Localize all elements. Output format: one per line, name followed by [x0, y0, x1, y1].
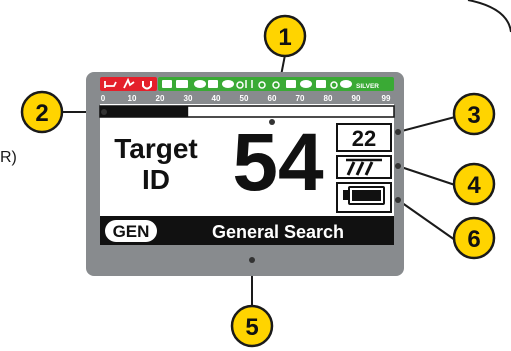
leader-line-4	[397, 165, 456, 186]
callout-5: 5	[230, 304, 274, 348]
device-edge-arc	[467, 0, 511, 33]
mode-badge[interactable]	[105, 220, 157, 242]
ring-icons	[236, 80, 338, 89]
tick-label: 40	[212, 94, 221, 103]
ground-mineral-icon	[346, 158, 382, 176]
silver-coin-icon: SILVER	[340, 80, 379, 90]
tick-label: 10	[128, 94, 137, 103]
callout-6: 6	[452, 216, 496, 260]
anchor-dot	[395, 129, 401, 135]
id-scale-ticks: 0 10 20 30 40 50 60 70 80 90 99	[101, 94, 391, 103]
leader-line-6	[397, 199, 456, 241]
callout-number: 1	[278, 24, 291, 51]
anchor-dot	[395, 163, 401, 169]
tick-label: 90	[352, 94, 361, 103]
callout-number: 6	[467, 226, 480, 253]
mode-name: General Search	[212, 222, 344, 242]
target-id-bar-fill	[100, 106, 189, 117]
callout-number: 4	[467, 172, 481, 199]
tick-label: 80	[324, 94, 333, 103]
anchor-dot	[395, 197, 401, 203]
callout-number: 2	[35, 100, 48, 127]
foil-icon	[123, 77, 135, 89]
tick-label: 60	[268, 94, 277, 103]
tick-label: 99	[382, 94, 391, 103]
battery-icon	[343, 186, 385, 205]
tick-label: 30	[184, 94, 193, 103]
callout-number: 5	[245, 314, 258, 341]
anchor-dots	[101, 109, 401, 263]
mode-badge-label: GEN	[113, 222, 150, 241]
tick-label: 70	[296, 94, 305, 103]
callout-3: 3	[452, 92, 496, 136]
depth-value: 22	[352, 126, 376, 151]
callout-1: 1	[263, 14, 307, 58]
anchor-dot	[249, 257, 255, 263]
leader-line-3	[397, 116, 456, 133]
id-scale-strip: SILVER	[100, 77, 394, 91]
callout-2: 2	[20, 90, 64, 134]
depth-box	[336, 123, 392, 152]
anchor-dot	[101, 109, 107, 115]
trash-icon	[104, 81, 117, 88]
tick-label: 50	[240, 94, 249, 103]
target-id-label-line1: Target	[114, 133, 198, 164]
callout-number: 3	[467, 102, 480, 129]
tick-label: 20	[156, 94, 165, 103]
horseshoe-icon	[142, 81, 152, 90]
anchor-dot	[269, 119, 275, 125]
silver-label: SILVER	[356, 83, 379, 90]
target-id-label-line2: ID	[142, 164, 170, 195]
edge-text-fragment: R)	[0, 149, 17, 166]
target-id-value: 54	[232, 117, 324, 208]
id-scale-red-section	[100, 77, 157, 91]
tick-label: 0	[101, 94, 106, 103]
callout-4: 4	[452, 162, 496, 206]
coin-icons	[162, 80, 326, 88]
